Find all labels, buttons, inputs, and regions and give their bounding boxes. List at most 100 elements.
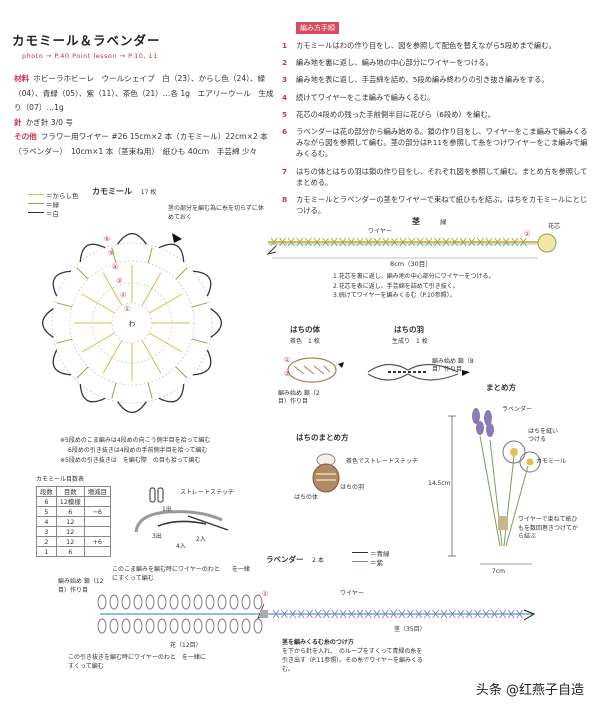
legend-entry: ＝白 (28, 208, 79, 218)
bee-wing-label: はちの羽 (340, 484, 365, 491)
table-cell: 6 (55, 506, 85, 517)
table-cell: 12 (55, 516, 85, 527)
chamomile-stem-note: 茎の部分を編む為に糸を切らずに休めておく (168, 205, 264, 221)
stitch-mark (279, 237, 286, 247)
legend-label: ＝緑 (46, 200, 59, 209)
round-label: ⑤ (108, 249, 114, 257)
stitch-mark (520, 237, 527, 247)
petal-loop (79, 383, 106, 403)
lavender-attach: 茎を編みくるむ糸のつけ方 を下から針を入れ、 のループをすくって青緑の糸を引き出… (282, 638, 424, 674)
watermark-text: 头条 @红燕子自造 (475, 683, 584, 698)
stitch-mark (289, 609, 297, 619)
stitch-line (111, 382, 117, 399)
arrow-icon (462, 370, 470, 376)
legend-label: ＝青緑 (370, 549, 390, 558)
stitch-line (149, 332, 183, 353)
stitch-line (102, 340, 123, 374)
flower-loop (253, 594, 263, 610)
petal-loop (52, 349, 72, 376)
flower-loop (229, 618, 239, 634)
flower-loop (145, 594, 155, 610)
petal-loop (210, 308, 222, 338)
table-cell (83, 516, 111, 527)
flower-loop (121, 618, 131, 634)
stitch-line (111, 247, 117, 264)
assembly-height: 14.5cm (428, 480, 451, 487)
flower-loop (169, 618, 179, 634)
step-text: 編み地を裏に返し、編み地の中心部分にワイヤーをつける。 (296, 58, 493, 68)
stitch-mark (474, 609, 481, 619)
stitch-mark (449, 609, 456, 619)
material-text: ホビーラホビーレ ウールシェイプ 白（23）、からし色（24）、緑（04）、青緑… (14, 74, 274, 113)
petal-loop (117, 401, 147, 413)
flower-loop (241, 618, 251, 634)
chamomile-legend: ＝からし色＝緑＝白 (28, 190, 79, 218)
stitch-mark (390, 609, 397, 619)
stem-color: 緑 (440, 217, 447, 226)
flower-loop (97, 618, 107, 634)
flower-loop (181, 618, 191, 634)
table-cell: 12 (55, 536, 85, 547)
step-number: 1 (282, 41, 288, 50)
stitch-mark (491, 609, 498, 619)
table-cell (83, 496, 111, 507)
assembly-bee-label: はちを縫いつける (528, 428, 559, 443)
stem-notes: 1.花芯を裏に返し、編み地の中心部分にワイヤーをつける。 2.花芯を表に返し、手… (333, 272, 495, 301)
legend-swatch (28, 212, 44, 213)
stitch-mark (468, 237, 476, 247)
table-header: 増減目 (83, 486, 111, 497)
flower-loop (193, 618, 203, 634)
petal-loop (79, 243, 106, 263)
bee-body-diagram: ① ② (284, 356, 344, 383)
bee-body-title: はちの体 (290, 325, 320, 334)
chamomile-note: 6段めの引き抜きは4段めの手前側半目を拾って編む (68, 447, 208, 454)
stitch-mark (314, 609, 322, 619)
stitch-mark (323, 609, 330, 619)
stitch-mark (408, 237, 415, 247)
step-number: 8 (282, 195, 288, 205)
table-cell: +6 (83, 536, 111, 547)
lavender-note-top: このこま編みを編む時にワイヤーのわと を一緒にすくって編む (112, 566, 250, 582)
step-text: 編み地を表に返し、手芸綿を詰め、5段め編み終わりの引き抜き編みをする。 (296, 75, 549, 85)
legend-swatch (28, 194, 44, 195)
table-header: 段数 (36, 486, 57, 497)
assembly-chamomile-label: カモミール (536, 458, 567, 465)
stitch-mark (399, 237, 407, 247)
stitch-line (56, 338, 73, 344)
stitch-mark (442, 237, 450, 247)
stitch-mark (434, 237, 441, 247)
flower-loop (229, 594, 239, 610)
stitch-mark (373, 609, 381, 619)
bee-assembly-diagram (312, 453, 340, 493)
stitch-mark (348, 609, 355, 619)
stitch-mark (348, 237, 355, 247)
stitch-line (56, 302, 73, 308)
svg-text:①: ① (524, 230, 530, 238)
legend-swatch (352, 552, 368, 553)
step-number: 6 (282, 127, 288, 137)
step-number: 5 (282, 109, 288, 119)
stitch-mark (457, 609, 465, 619)
stitch-mark (322, 237, 329, 247)
lavender-stem-length: 茎（35目） (394, 626, 426, 633)
table-cell: 6 (55, 546, 85, 557)
legend-label: ＝紫 (370, 558, 383, 567)
flower-loop (133, 594, 143, 610)
flower-loop (133, 618, 143, 634)
flower-loop (253, 618, 263, 634)
petal-loop (192, 270, 212, 297)
stitch-mark (477, 237, 484, 247)
stitch-mark (494, 237, 501, 247)
assembly-tie-note: ワイヤーで束ねて紙ひもを数回巻きつけてから結ぶ (518, 516, 579, 540)
stitch-line (141, 272, 162, 306)
stitch-line (76, 267, 89, 280)
flower-loop (145, 618, 155, 634)
stitch-mark (330, 237, 338, 247)
stitch-line (191, 338, 208, 344)
stitch-mark (270, 237, 278, 247)
